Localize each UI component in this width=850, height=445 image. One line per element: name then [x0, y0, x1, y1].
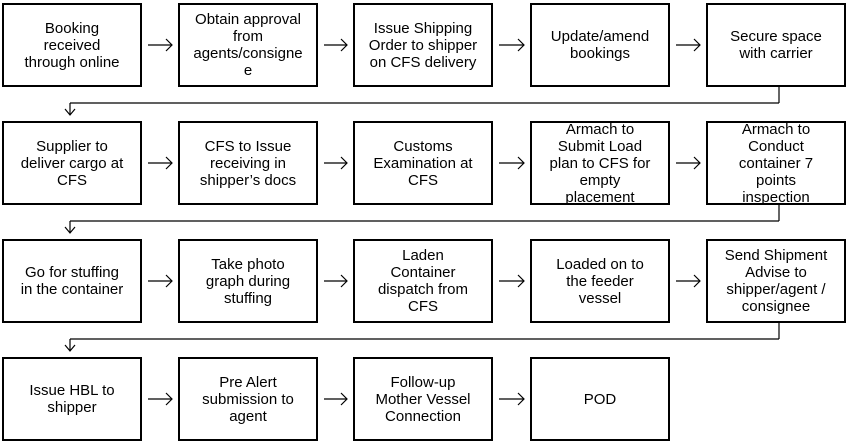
- step-box-inspection: Armach to Conduct container 7 points ins…: [706, 121, 846, 205]
- wrap-head-2: [64, 344, 76, 352]
- wrap-head-0: [64, 108, 76, 116]
- arrow-head-r0-c1: [340, 38, 348, 52]
- step-box-dispatch: Laden Container dispatch from CFS: [353, 239, 493, 323]
- arrow-head-r1-c1: [340, 156, 348, 170]
- step-box-load-plan: Armach to Submit Load plan to CFS for em…: [530, 121, 670, 205]
- step-box-secure-space: Secure space with carrier: [706, 3, 846, 87]
- step-box-pre-alert: Pre Alert submission to agent: [178, 357, 318, 441]
- step-box-update: Update/amend bookings: [530, 3, 670, 87]
- step-box-shipping-order: Issue Shipping Order to shipper on CFS d…: [353, 3, 493, 87]
- step-box-booking: Booking received through online: [2, 3, 142, 87]
- arrow-head-r3-c2: [517, 392, 525, 406]
- arrow-head-r2-c3: [693, 274, 701, 288]
- arrow-head-r2-c0: [165, 274, 173, 288]
- wrap-head-1: [64, 226, 76, 234]
- arrow-head-r1-c2: [517, 156, 525, 170]
- step-box-advise: Send Shipment Advise to shipper/agent / …: [706, 239, 846, 323]
- arrow-head-r2-c1: [340, 274, 348, 288]
- arrow-head-r0-c2: [517, 38, 525, 52]
- step-box-customs: Customs Examination at CFS: [353, 121, 493, 205]
- step-box-deliver-cargo: Supplier to deliver cargo at CFS: [2, 121, 142, 205]
- step-box-approval: Obtain approval from agents/consigne e: [178, 3, 318, 87]
- arrow-head-r0-c0: [165, 38, 173, 52]
- arrow-head-r1-c0: [165, 156, 173, 170]
- step-box-hbl: Issue HBL to shipper: [2, 357, 142, 441]
- step-box-pod: POD: [530, 357, 670, 441]
- step-box-feeder: Loaded on to the feeder vessel: [530, 239, 670, 323]
- arrow-head-r3-c0: [165, 392, 173, 406]
- arrow-head-r0-c3: [693, 38, 701, 52]
- step-box-mother-vessel: Follow-up Mother Vessel Connection: [353, 357, 493, 441]
- arrow-head-r1-c3: [693, 156, 701, 170]
- arrow-head-r2-c2: [517, 274, 525, 288]
- step-box-stuffing: Go for stuffing in the container: [2, 239, 142, 323]
- step-box-cfs-receiving: CFS to Issue receiving in shipper’s docs: [178, 121, 318, 205]
- step-box-photo: Take photo graph during stuffing: [178, 239, 318, 323]
- arrow-head-r3-c1: [340, 392, 348, 406]
